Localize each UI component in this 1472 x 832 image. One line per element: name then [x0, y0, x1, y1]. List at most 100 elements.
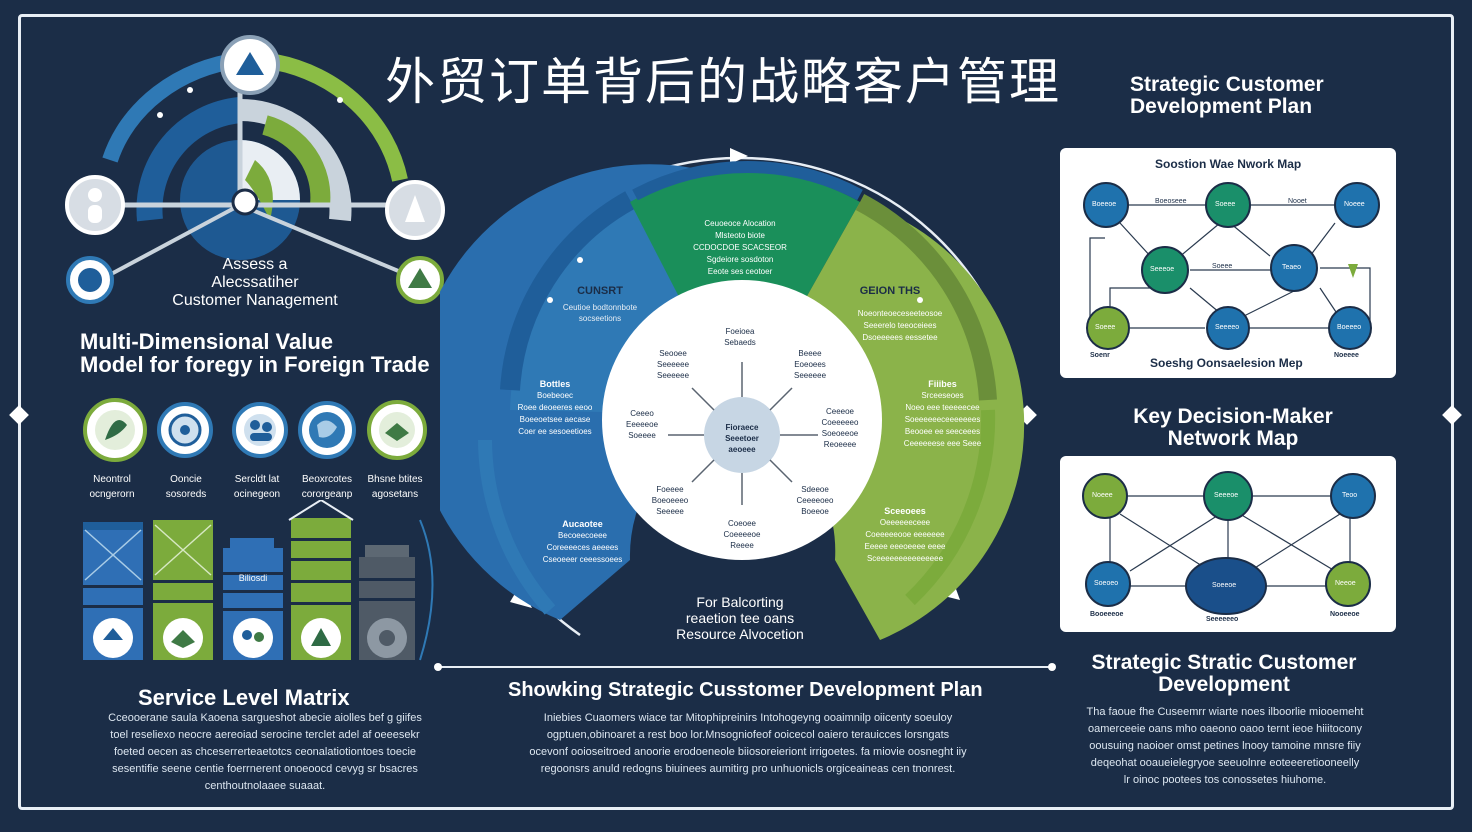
segment-green-right-name: GEION THS	[859, 285, 921, 297]
right-note-1: Fiiibes Srceeseoes Noeo eee teeeeecee So…	[885, 378, 1000, 450]
card-2-node-6	[1325, 561, 1371, 607]
service-matrix-body: Cceooerane saula Kaoena sargueshot abeci…	[80, 710, 450, 795]
top-arrow-icon	[730, 148, 748, 164]
card-1-node-2	[1205, 182, 1251, 228]
network-map-card-1: Soostion Wae Nwork Map Boeeoe	[1060, 148, 1396, 378]
card-2-node-5-label: Soeeoe	[1212, 582, 1237, 589]
left-note-1: Bottles Boebeoec Roee deoeeres eeoo Boee…	[500, 378, 610, 438]
development-heading: Strategic Stratic Customer Development	[1064, 651, 1384, 696]
segment-blue-line-2: socseetions	[578, 314, 622, 323]
service-bar-1	[83, 522, 143, 660]
spoke-label-7-line-1: Ceeeo	[630, 409, 654, 418]
handshake-icon	[367, 400, 427, 460]
center-strategy-wheel	[440, 148, 1037, 640]
card-1-node-1	[1083, 182, 1129, 228]
card-2-label-1: Booeeeoe	[1090, 611, 1124, 618]
spoke-label-7-line-2: Eeeeeoe	[625, 420, 659, 429]
spoke-label-7-line-3: Soeeee	[628, 431, 656, 440]
service-bar-4	[288, 500, 354, 660]
right-note-2-line-3: Sceeeeeeeeeeeeeee	[866, 554, 944, 563]
plan-heading: Strategic Customer Development Plan	[1130, 73, 1324, 119]
center-divider	[434, 663, 1056, 671]
card-1-node-6-label: Soeee	[1095, 324, 1116, 331]
right-node-tree-icon	[405, 195, 425, 222]
spoke-label-5-line-3: Reeee	[730, 541, 754, 550]
wheel-caption-line-2: reaetion tee oans	[685, 610, 795, 626]
spoke-label-6-line-1: Foeeee	[656, 485, 684, 494]
service-body-line-1: Cceooerane saula Kaoena sargueshot abeci…	[108, 712, 422, 724]
card-1-corner-label-1: Soenr	[1090, 352, 1110, 359]
card-2-node-3-label: Teoo	[1342, 492, 1358, 499]
hub-text-line-3: aeoeee	[728, 445, 756, 454]
value-model-heading: Multi-Dimensional Value Model for foregy…	[80, 330, 430, 376]
left-note-2-title: Aucaotee	[562, 519, 603, 529]
right-note-1-line-4: Ceeeeeese eee Seee	[903, 439, 982, 448]
wheel-caption-line-1: For Balcorting	[696, 594, 784, 610]
service-body-line-3: foeted oecen as chceserrerteaetotcs ceon…	[113, 746, 417, 758]
right-note-2-title: Sceeoees	[884, 506, 926, 516]
service-label-1: Neontrol ocngerorn	[67, 472, 157, 502]
right-note-2-line-2: Eeeee eeeoeeee eeee	[864, 542, 946, 551]
assess-label: Assess a Alecssatiher Customer Nanagemen…	[160, 256, 350, 310]
spoke-label-8-line-1: Seooee	[659, 349, 687, 358]
top-node-mountain-icon	[236, 52, 264, 75]
card-2-node-1-label: Noeee	[1092, 492, 1113, 499]
service-label-1-line-2: ocngerorn	[89, 489, 135, 500]
wheel-caption-line-3: Resource Alvocetion	[676, 626, 804, 642]
network-map-card-2: Noeee Seeeoe Teoo Soeoeo Soeeoe Neeoe Bo…	[1060, 456, 1396, 632]
left-note-2-line-2: Coreeeeces aeeees	[546, 543, 619, 552]
card-1-node-1-label: Boeeoe	[1092, 201, 1117, 208]
segment-green-top-line-4: Sgdeiore sosdoton	[706, 255, 774, 264]
card-1-node-2-label: Soeee	[1215, 201, 1236, 208]
spoke-label-8-line-3: Seeeeee	[656, 371, 690, 380]
left-note-2: Aucaotee Becoeecoeee Coreeeeces aeeees C…	[525, 518, 640, 566]
plan-heading-line-2: Development Plan	[1130, 95, 1313, 119]
service-icon-row	[83, 398, 427, 462]
spoke-label-7: Ceeeo Eeeeeoe Soeeee	[612, 408, 672, 441]
left-note-1-sub: Boebeoec	[536, 391, 574, 400]
card-1-pin-icon	[1348, 264, 1358, 278]
development-body-line-4: deqeohat ooaueielegryoe seeuolnre eoteee…	[1090, 757, 1360, 769]
assess-label-line-1: Assess a	[222, 256, 288, 273]
service-bar-3-label: Biliosdi	[238, 573, 268, 583]
right-note-2: Sceeoees Oeeeeeeceee Coeeeeeooe eeeeeee …	[845, 505, 965, 565]
spoke-label-3-line-1: Ceeeoe	[825, 407, 855, 416]
inner-green-ring	[262, 115, 331, 207]
spoke-label-8: Seooee Seeeeee Seeeeee	[643, 348, 703, 381]
spoke-label-3: Ceeeoe Coeeeeeo Soeoeeoe Reoeeee	[810, 406, 870, 450]
group-icon	[232, 402, 288, 458]
card-2-node-2-label: Seeeoe	[1214, 492, 1239, 499]
hub-dot	[231, 188, 259, 216]
card-1-node-8	[1328, 306, 1372, 350]
service-label-4-line-2: cororgeanp	[301, 489, 353, 500]
segment-green-right-lines: Noeonteoeceseeteosoe Seeerelo teeoceiees…	[840, 308, 960, 344]
development-body-line-5: lr oinoc pootees tos conossetes hiuhome.	[1123, 774, 1327, 786]
card-2-label-2: Seeeeeeo	[1206, 616, 1239, 623]
left-note-1-title: Bottles	[539, 379, 571, 389]
card-1-node-5	[1270, 244, 1318, 292]
hub-text: Fioraece Seeetoer aeoeee	[706, 422, 778, 455]
inner-grey-ring	[239, 98, 352, 222]
spoke-label-5: Coeoee Coeeeeoe Reeee	[712, 518, 772, 551]
development-body-line-3: oousuing naoioer omst petines lnooy tamo…	[1089, 740, 1361, 752]
segment-green-top-line-3: CCDOCDOE SCACSEOR	[693, 243, 787, 252]
card-1-edge-label-3: Soeee	[1212, 263, 1233, 270]
network-heading-line-1: Key Decision-Maker	[1133, 405, 1333, 428]
hub-circle	[704, 397, 780, 473]
service-label-3: Sercldt lat ocinegeon	[212, 472, 302, 502]
card-1-edge-label-1: Boeoseee	[1155, 198, 1187, 205]
card-1-node-4	[1141, 246, 1189, 294]
spoke-label-4-line-1: Sdeeoe	[801, 485, 829, 494]
spoke-label-2-line-3: Seeeeee	[793, 371, 827, 380]
plan-heading-line-1: Strategic Customer	[1130, 73, 1324, 96]
service-label-2-line-1: Ooncie	[170, 474, 202, 485]
segment-blue-name: CUNSRT	[577, 285, 623, 297]
card-1-node-4-label: Seeeoe	[1150, 266, 1175, 273]
service-label-1-line-1: Neontrol	[93, 474, 131, 485]
network-heading-line-2: Network Map	[1167, 427, 1299, 451]
service-body-line-5: centhoutnolaaee suaaat.	[204, 780, 326, 792]
card-1-node-3	[1334, 182, 1380, 228]
center-body-line-4: regoonsrs anuld redogns biuinees aumitir…	[540, 763, 956, 775]
card-1-node-6	[1086, 306, 1130, 350]
card-2-label-3: Nooeeoe	[1330, 611, 1360, 618]
